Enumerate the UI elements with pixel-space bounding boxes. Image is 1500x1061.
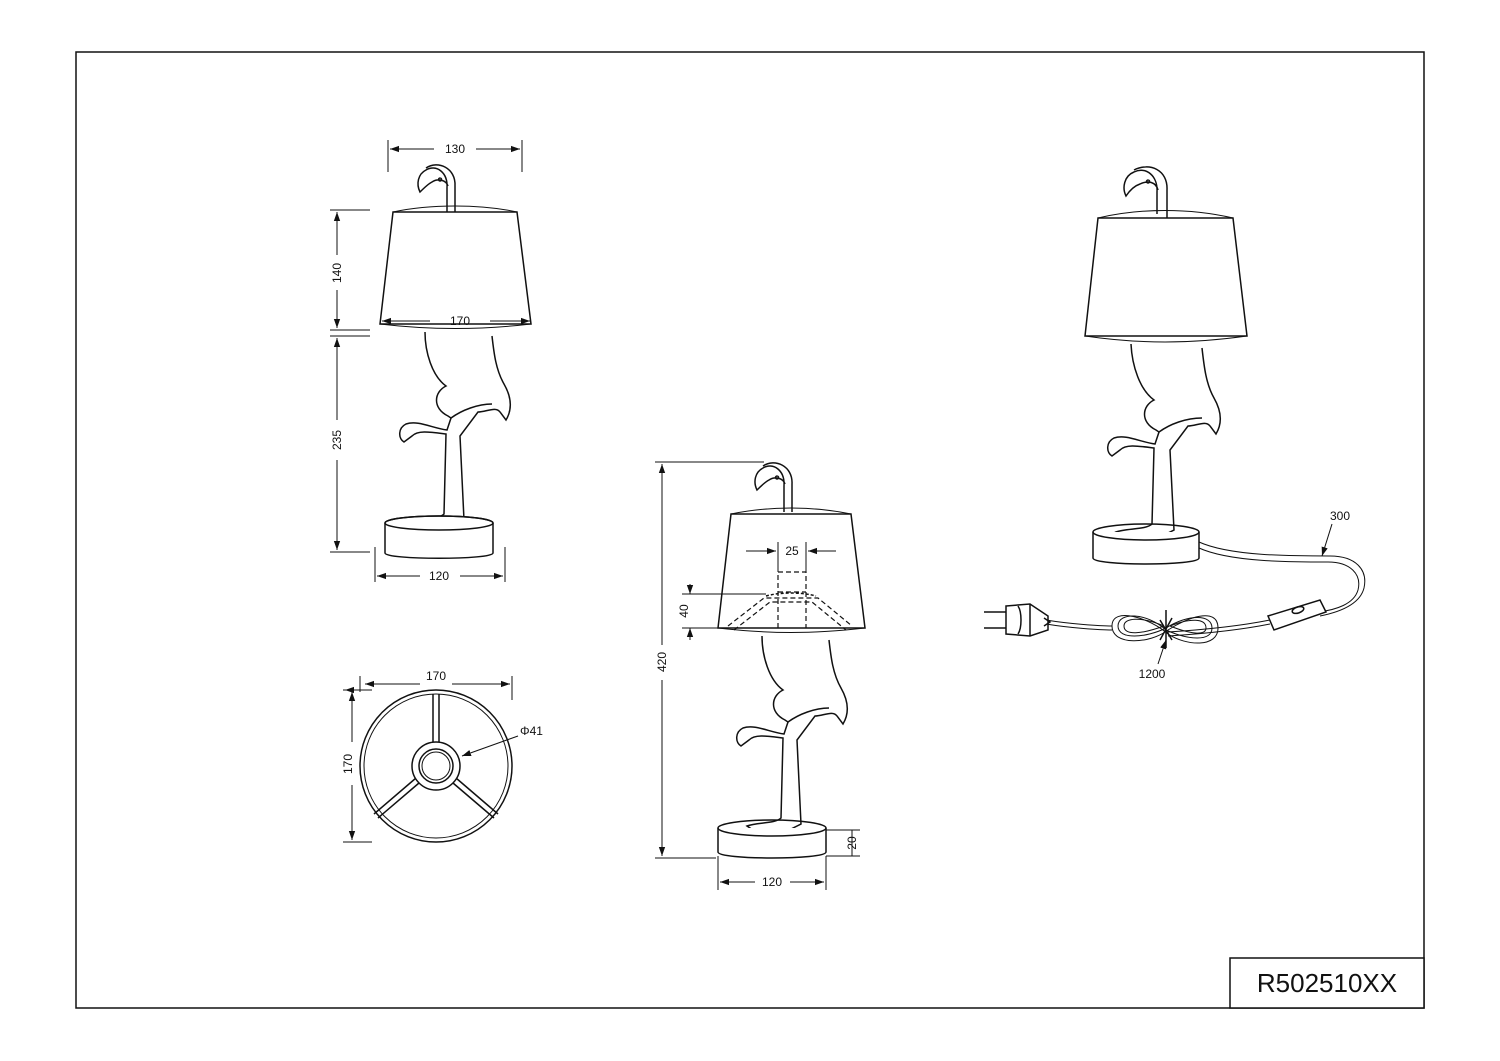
dim-cable-to-switch: 300	[1321, 509, 1350, 557]
dim-label-shade-width: 170	[450, 314, 470, 328]
dim-label-base-width: 120	[429, 569, 449, 583]
dim-label-fitting-width: 25	[785, 544, 799, 558]
dim-label-cable-total: 1200	[1139, 667, 1166, 681]
dim-label-fitting-height: 40	[677, 604, 691, 618]
dim-shade-top-width: 170	[345, 669, 513, 700]
dim-shade-width: 170	[382, 314, 530, 328]
dim-section-base-width: 120	[717, 856, 827, 890]
dim-shade-top-height: 170	[341, 689, 372, 843]
dim-fitting-width: 25	[746, 542, 836, 572]
dim-label-top-width: 130	[445, 142, 465, 156]
dim-hole-diameter: Φ41	[461, 724, 543, 757]
section-view: 25 40 420 20 120	[655, 461, 866, 890]
dim-label-shade-top-height: 170	[341, 754, 355, 774]
dim-label-hole-diameter: Φ41	[520, 724, 543, 738]
dim-base-height: 20	[826, 829, 860, 857]
flamingo-lamp-section	[717, 462, 866, 859]
flamingo-lamp-front	[379, 164, 532, 559]
title-block: R502510XX	[1229, 957, 1425, 1009]
dim-label-section-base-width: 120	[762, 875, 782, 889]
drawing-border	[75, 51, 1425, 1009]
dim-top-width: 130	[387, 140, 523, 172]
dim-cable-total: 1200	[1139, 639, 1167, 681]
power-cable	[1045, 541, 1366, 644]
dim-body-height: 235	[330, 335, 370, 553]
dim-label-cable-to-switch: 300	[1330, 509, 1350, 523]
model-number: R502510XX	[1257, 968, 1397, 998]
shade-top-view: 170 170 Φ41	[341, 669, 543, 843]
front-view: 130 140 170 235 120	[330, 140, 532, 583]
dim-label-total-height: 420	[655, 652, 669, 672]
perspective-view: 300 1200	[984, 166, 1366, 681]
euro-plug-icon	[984, 603, 1052, 637]
flamingo-lamp-perspective	[1084, 166, 1248, 565]
dim-label-shade-height: 140	[330, 263, 344, 283]
inline-switch-icon	[1266, 599, 1328, 631]
dim-label-body-height: 235	[330, 430, 344, 450]
dim-fitting-height: 40	[677, 584, 766, 640]
dim-shade-height: 140	[330, 209, 370, 331]
dim-total-height: 420	[655, 461, 764, 859]
dim-label-shade-top-width: 170	[426, 669, 446, 683]
dim-base-width: 120	[374, 547, 506, 583]
lamp-shade-top-view	[359, 689, 513, 843]
dim-label-base-height: 20	[845, 836, 859, 850]
